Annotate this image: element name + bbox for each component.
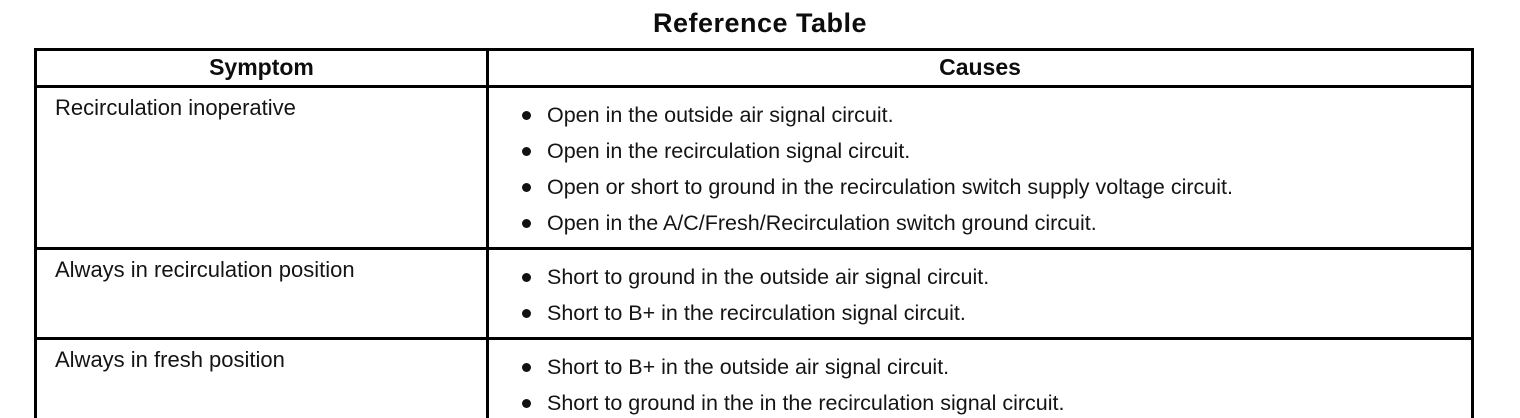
cause-list: Short to ground in the outside air signa…	[489, 259, 1461, 331]
symptom-cell: Always in recirculation position	[34, 247, 489, 340]
causes-column-header: Causes	[486, 48, 1474, 88]
cause-item: Short to ground in the in the recirculat…	[489, 385, 1461, 418]
cause-item: Open or short to ground in the recircula…	[489, 169, 1461, 205]
header-row: Symptom Causes	[34, 48, 1474, 88]
symptom-cell: Always in fresh position	[34, 337, 489, 418]
cause-item: Open in the recirculation signal circuit…	[489, 133, 1461, 169]
cause-list: Open in the outside air signal circuit. …	[489, 97, 1461, 241]
page-title: Reference Table	[652, 8, 868, 38]
cause-item: Short to B+ in the recirculation signal …	[489, 295, 1461, 331]
table-row-always-recirculation: Always in recirculation position Short t…	[34, 247, 1474, 340]
cause-item: Short to ground in the outside air signa…	[489, 259, 1461, 295]
table-row-recirculation-inoperative: Recirculation inoperative Open in the ou…	[34, 85, 1474, 250]
cause-item: Open in the outside air signal circuit.	[489, 97, 1461, 133]
symptom-cell: Recirculation inoperative	[34, 85, 489, 250]
reference-table: Symptom Causes Recirculation inoperative…	[34, 48, 1474, 418]
causes-cell: Short to B+ in the outside air signal ci…	[486, 337, 1474, 418]
cause-list: Short to B+ in the outside air signal ci…	[489, 349, 1461, 418]
causes-cell: Short to ground in the outside air signa…	[486, 247, 1474, 340]
cause-item: Open in the A/C/Fresh/Recirculation swit…	[489, 205, 1461, 241]
causes-cell: Open in the outside air signal circuit. …	[486, 85, 1474, 250]
symptom-column-header: Symptom	[34, 48, 489, 88]
cause-item: Short to B+ in the outside air signal ci…	[489, 349, 1461, 385]
table-row-always-fresh: Always in fresh position Short to B+ in …	[34, 337, 1474, 418]
